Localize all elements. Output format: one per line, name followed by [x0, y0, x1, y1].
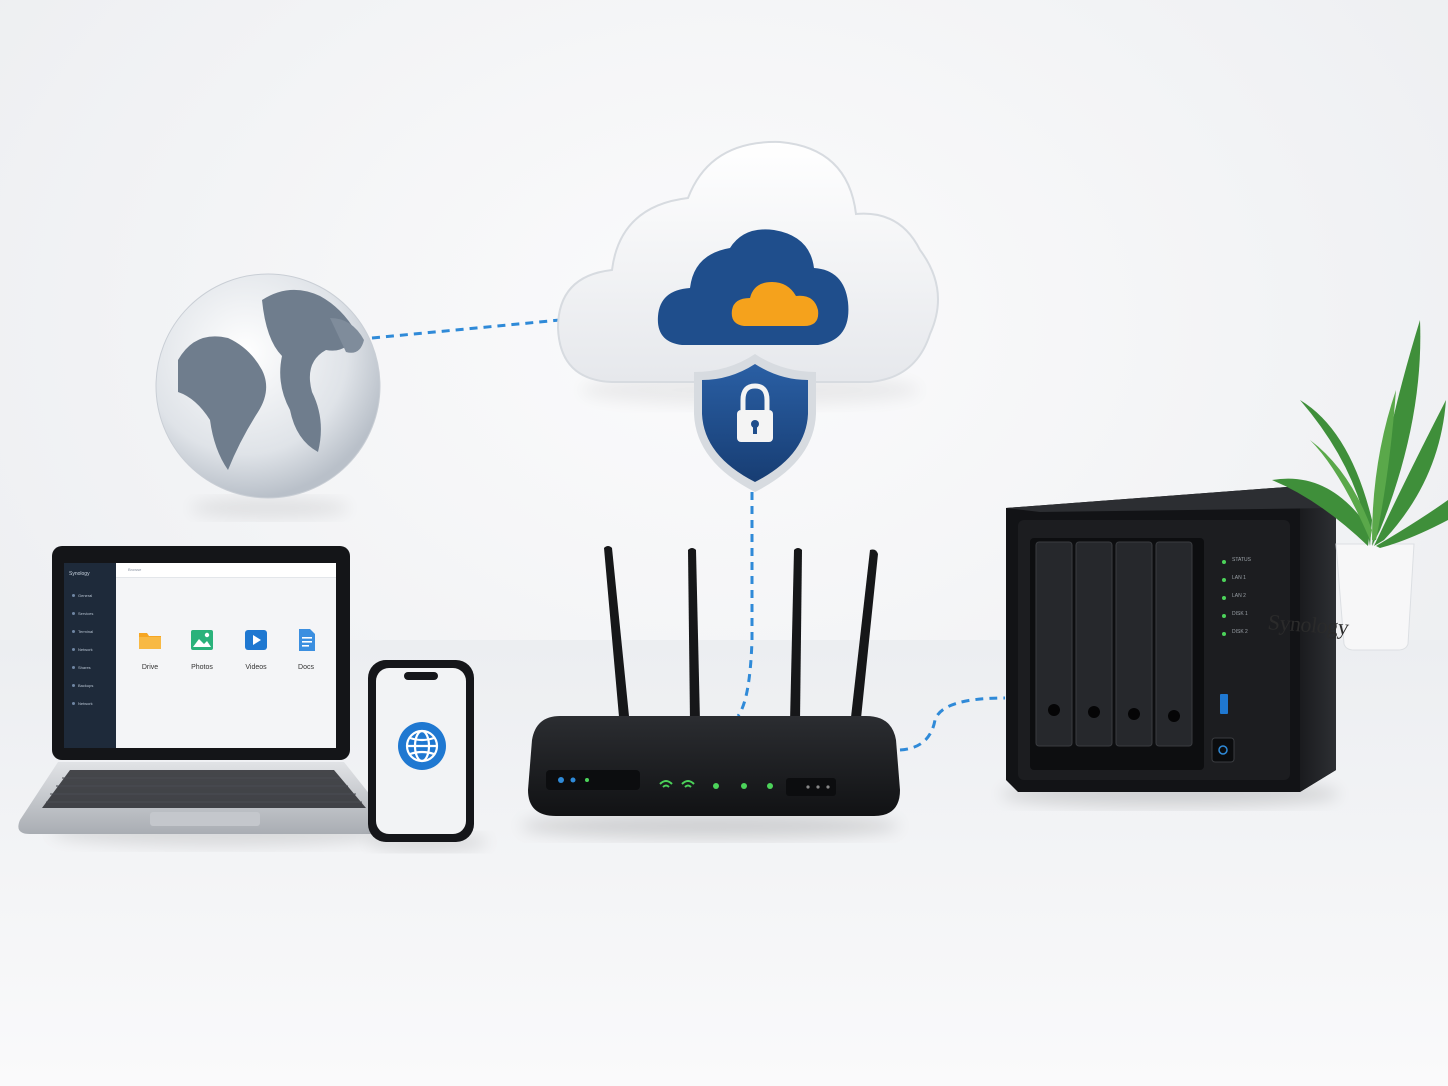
smartphone	[368, 660, 488, 850]
app-docs[interactable]: Docs	[286, 627, 326, 671]
topbar-title: Browse	[128, 567, 142, 572]
nas-status-label: LAN 1	[1232, 575, 1246, 581]
sidebar-title: Synology	[69, 571, 90, 577]
sidebar-item[interactable]: General	[72, 593, 92, 598]
nas-status-label: DISK 2	[1232, 629, 1248, 635]
app-label: Drive	[141, 664, 159, 671]
app-videos[interactable]: Videos	[236, 627, 276, 671]
sidebar-item[interactable]: Network	[72, 647, 93, 652]
nas-status-label: STATUS	[1232, 557, 1251, 563]
play-icon	[245, 630, 267, 650]
app-label: Videos	[245, 664, 267, 671]
photo-icon	[191, 630, 213, 650]
sidebar-item[interactable]: Backups	[72, 683, 93, 688]
sidebar-item[interactable]: Services	[72, 611, 93, 616]
folder-icon	[139, 633, 161, 649]
nas-device	[1000, 486, 1340, 806]
connection-lines	[371, 318, 1006, 752]
nas-status-label: LAN 2	[1232, 593, 1246, 599]
sidebar-item[interactable]: Network	[72, 701, 93, 706]
globe-icon	[155, 273, 381, 518]
document-icon	[299, 629, 315, 651]
nas-status-label: DISK 1	[1232, 611, 1248, 617]
plant	[1272, 320, 1448, 651]
app-label: Photos	[191, 664, 213, 671]
app-photos[interactable]: Photos	[182, 627, 222, 671]
laptop-screen: Synology General Services Terminal Netwo…	[64, 563, 336, 748]
laptop-topbar: Browse	[116, 563, 336, 578]
nas-brand-logo: Synology	[1266, 609, 1351, 640]
app-drive[interactable]: Drive	[130, 627, 170, 671]
router	[520, 546, 900, 838]
app-label: Docs	[298, 664, 314, 671]
sidebar-item[interactable]: Terminal	[72, 629, 93, 634]
sidebar-item[interactable]: Shares	[72, 665, 91, 670]
shield-lock-icon	[694, 354, 816, 492]
laptop-sidebar: Synology General Services Terminal Netwo…	[64, 563, 116, 748]
